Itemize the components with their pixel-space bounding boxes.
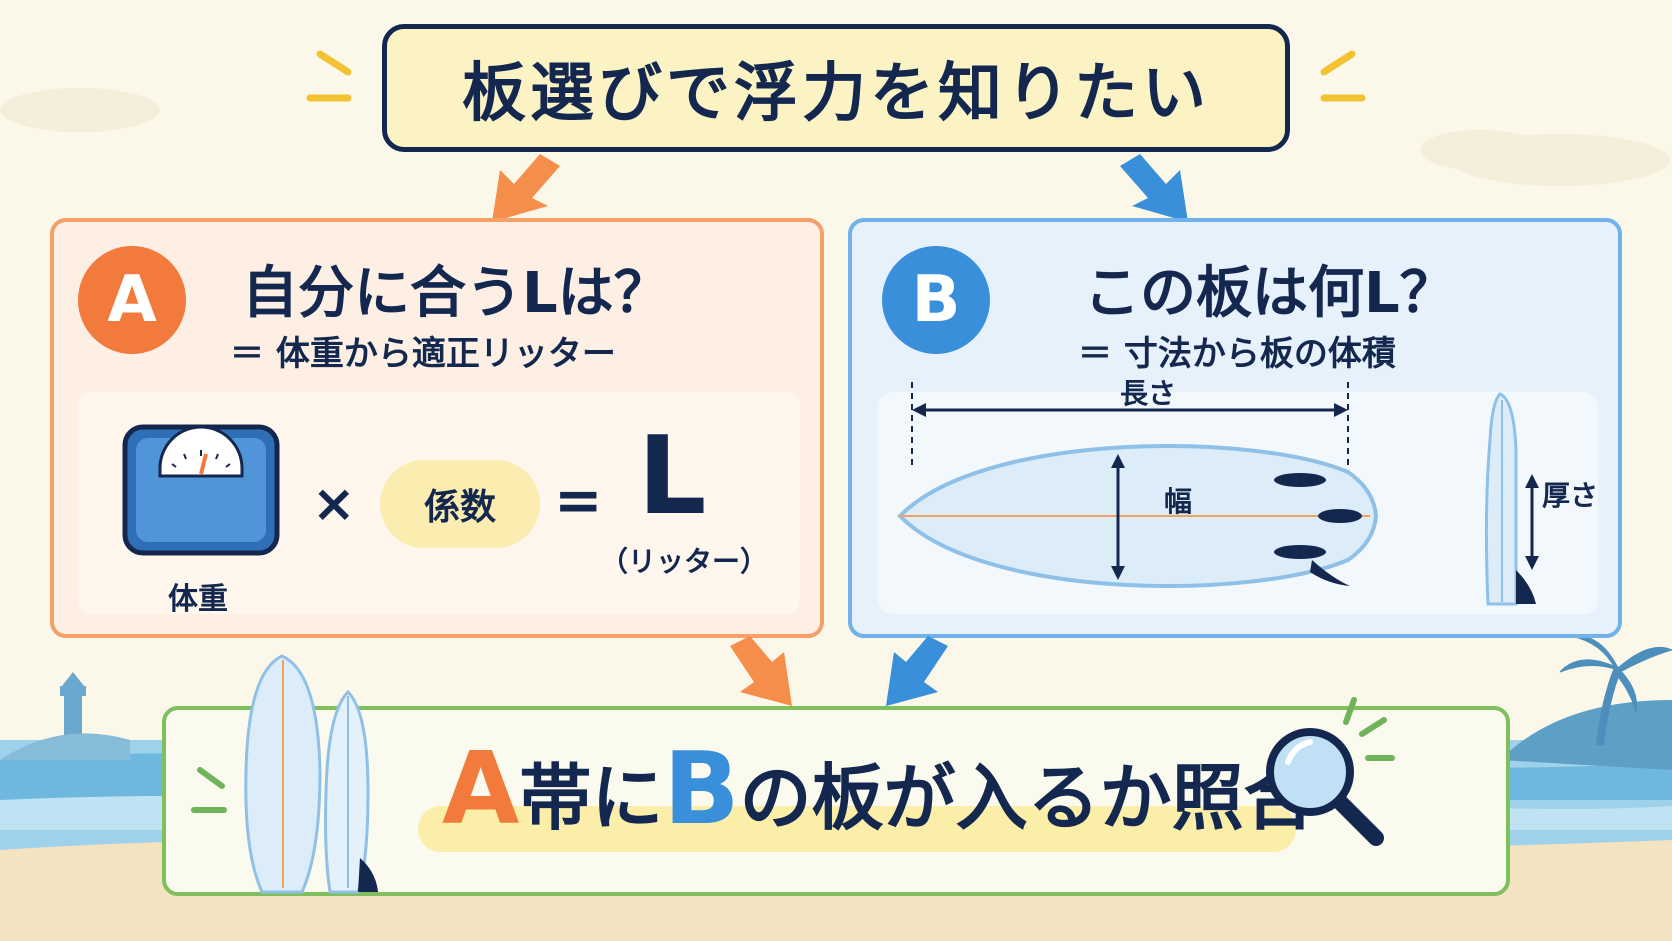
palm-tree-icon: [1559, 635, 1672, 746]
bottom-letter-b: B: [663, 730, 740, 847]
bottom-statement: A帯にBの板が入るか照合: [442, 730, 1316, 847]
sparkle-bottom-left-icon: [191, 767, 227, 813]
width-label: 幅: [1164, 485, 1193, 518]
sparkle-left-icon: [306, 50, 352, 102]
times-sign: ×: [312, 474, 356, 534]
equals-sign: =: [554, 466, 603, 534]
bottom-summary-box: A帯にBの板が入るか照合: [162, 654, 1510, 896]
arrow-from-a-icon: [730, 636, 792, 706]
title-box: 板選びで浮力を知りたい: [382, 24, 1290, 152]
bottom-text-1: 帯に: [519, 756, 664, 840]
panel-b: B この板は何L？ ＝ 寸法から板の体積 長さ 幅 厚さ: [848, 218, 1622, 638]
bottom-text-2: の板が入るか照合: [739, 756, 1316, 840]
panel-b-subheading: ＝ 寸法から板の体積: [1078, 334, 1396, 374]
bathroom-scale-icon: [122, 424, 280, 556]
bottom-letter-a: A: [442, 730, 520, 847]
panel-a-heading: 自分に合うLは？: [242, 261, 670, 326]
coefficient-pill: 係数: [380, 460, 540, 548]
arrow-from-b-icon: [886, 636, 948, 706]
page-title: 板選びで浮力を知りたい: [462, 57, 1210, 131]
lighthouse-icon: [60, 672, 86, 746]
panel-b-heading: この板は何L？: [1084, 261, 1456, 326]
arrow-to-a-icon: [492, 154, 560, 222]
liter-symbol: L: [637, 414, 707, 539]
surfboard-top-view-icon: [897, 382, 1379, 588]
bottom-highlight: [418, 806, 1296, 852]
badge-b: B: [882, 246, 990, 354]
magnifying-glass-icon: [1266, 697, 1395, 846]
panel-a-subheading: ＝ 体重から適正リッター: [230, 334, 616, 374]
thickness-arrow-icon: [1525, 474, 1539, 570]
sparkle-right-icon: [1320, 50, 1366, 102]
surfboard-side-view-icon: [1484, 392, 1536, 606]
liter-unit-label: （リッター）: [600, 545, 769, 578]
surfboards-icon: [244, 654, 378, 894]
length-label: 長さ: [1120, 377, 1177, 410]
panel-a: A 自分に合うLは？ ＝ 体重から適正リッター 体重 × 係数 = L （リッタ…: [50, 218, 824, 638]
weight-label: 体重: [168, 582, 228, 617]
badge-a: A: [78, 246, 186, 354]
thickness-label: 厚さ: [1542, 479, 1599, 512]
arrow-to-b-icon: [1120, 154, 1188, 222]
